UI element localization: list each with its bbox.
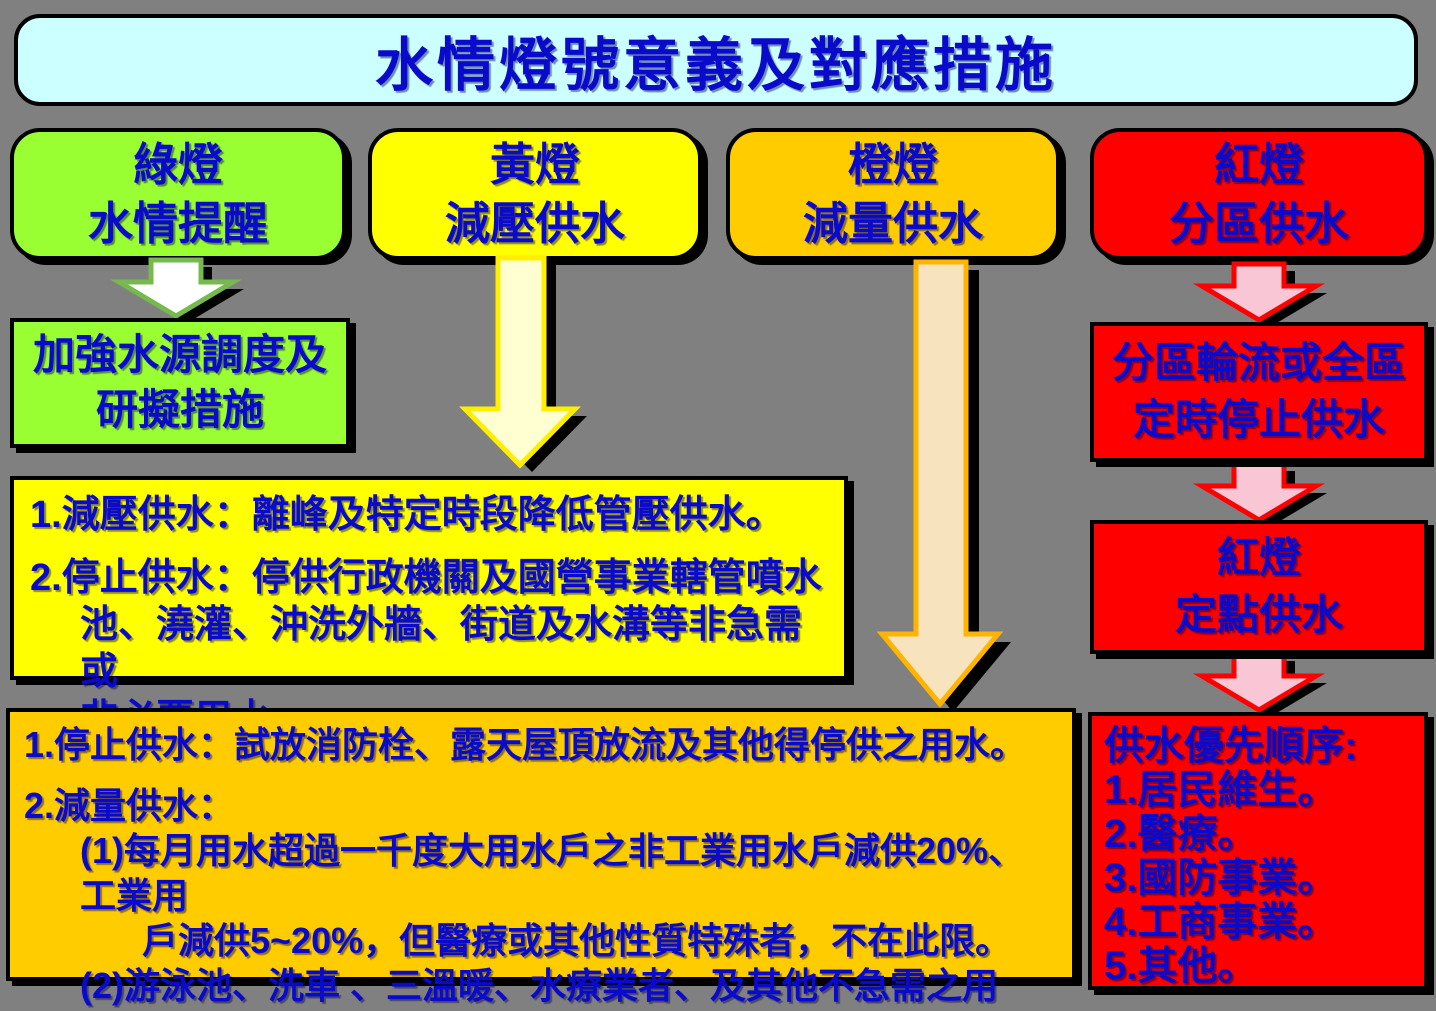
yellow-lamp-box: 黃燈 減壓供水 — [368, 128, 702, 260]
red-down-arrow-1-icon — [1192, 261, 1327, 327]
orange-detail-item2: 2.減量供水： — [24, 785, 235, 826]
red-rotation-line1: 分區輪流或全區 — [1111, 339, 1406, 387]
orange-detail-sub1-cont: 戶減供5~20%，但醫療或其他性質特殊者，不在此限。 — [142, 920, 1012, 961]
green-lamp-box: 綠燈 水情提醒 — [10, 128, 346, 260]
green-action-line2: 研擬措施 — [95, 386, 264, 433]
orange-down-arrow-icon — [876, 259, 1011, 712]
supply-priority-item5: 5.其他。 — [1104, 944, 1258, 988]
red-fixed-point-supply-box: 紅燈 定點供水 — [1090, 520, 1428, 654]
orange-detail-sub1: (1)每月用水超過一千度大用水戶之非工業用水戶減供20%、工業用 — [80, 830, 1025, 916]
supply-priority-item1: 1.居民維生。 — [1104, 768, 1338, 812]
page-title: 水情燈號意義及對應措施 — [374, 33, 1057, 98]
green-lamp-name: 綠燈 — [132, 138, 223, 190]
red-fixed-point-line1: 紅燈 — [1216, 534, 1301, 582]
red-lamp-meaning: 分區供水 — [1168, 198, 1349, 249]
orange-detail-sub2: (2)游泳池、洗車 、三溫暖、水療業者、及其他不急需之用水，減供 — [80, 965, 999, 1011]
yellow-down-arrow-icon — [459, 255, 587, 472]
yellow-lamp-name: 黃燈 — [489, 138, 580, 190]
green-lamp-meaning: 水情提醒 — [87, 198, 268, 249]
page-title-box: 水情燈號意義及對應措施 — [14, 14, 1418, 106]
green-action-box: 加強水源調度及 研擬措施 — [10, 318, 350, 448]
yellow-detail-item2: 2.停止供水：停供行政機關及國營事業轄管噴水 — [30, 557, 822, 599]
yellow-detail-item2-cont1: 池、澆灌、沖洗外牆、街道及水溝等非急需或 — [80, 604, 803, 693]
green-action-line1: 加強水源調度及 — [32, 331, 327, 379]
red-fixed-point-line2: 定點供水 — [1174, 591, 1343, 638]
red-down-arrow-2-icon — [1192, 461, 1327, 527]
yellow-detail-box: 1.減壓供水：離峰及特定時段降低管壓供水。 2.停止供水：停供行政機關及國營事業… — [10, 476, 848, 740]
red-lamp-name: 紅燈 — [1213, 138, 1304, 190]
red-down-arrow-3-icon — [1192, 651, 1327, 717]
red-rotation-supply-box: 分區輪流或全區 定時停止供水 — [1090, 322, 1428, 462]
supply-priority-box: 供水優先順序: 1.居民維生。 2.醫療。 3.國防事業。 4.工商事業。 5.… — [1088, 712, 1428, 990]
red-lamp-box: 紅燈 分區供水 — [1090, 128, 1428, 260]
supply-priority-item4: 4.工商事業。 — [1104, 900, 1338, 944]
yellow-detail-item1: 1.減壓供水：離峰及特定時段降低管壓供水。 — [30, 494, 784, 536]
orange-lamp-meaning: 減量供水 — [802, 198, 983, 249]
supply-priority-header: 供水優先順序: — [1104, 724, 1358, 768]
orange-detail-item1: 1.停止供水：試放消防栓、露天屋頂放流及其他得停供之用水。 — [24, 724, 1027, 765]
supply-priority-item2: 2.醫療。 — [1104, 812, 1258, 856]
green-down-arrow-icon — [109, 257, 244, 323]
orange-detail-box: 1.停止供水：試放消防栓、露天屋頂放流及其他得停供之用水。 2.減量供水： (1… — [6, 708, 1076, 1011]
supply-priority-item3: 3.國防事業。 — [1104, 856, 1338, 900]
red-rotation-line2: 定時停止供水 — [1132, 396, 1385, 443]
yellow-lamp-meaning: 減壓供水 — [444, 198, 625, 249]
orange-lamp-name: 橙燈 — [847, 138, 938, 190]
orange-lamp-box: 橙燈 減量供水 — [726, 128, 1060, 260]
